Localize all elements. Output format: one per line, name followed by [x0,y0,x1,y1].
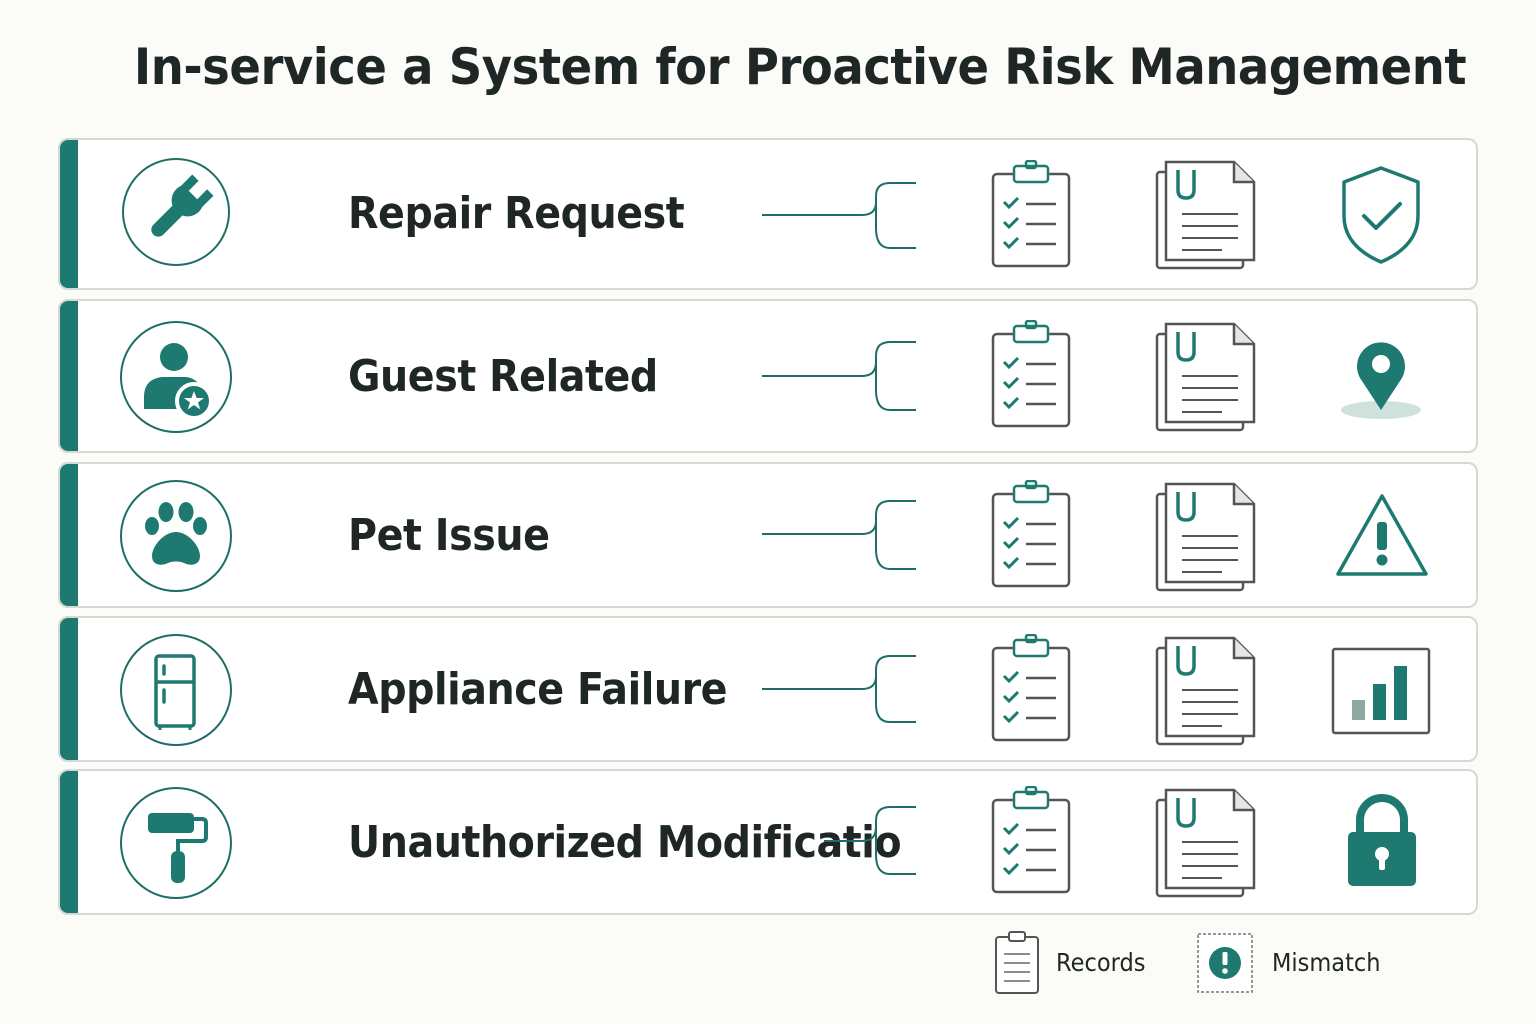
document-stack-icon [1155,322,1256,432]
guest-star-icon [144,343,213,420]
connector-bracket [824,806,916,875]
row-unauthorized-modification: Unauthorized Modificatio [58,769,1478,915]
page-title: In-service a System for Proactive Risk M… [133,38,1467,96]
connector-bracket [762,500,916,570]
checklist-clipboard-icon [991,786,1071,894]
row-label: Unauthorized Modificatio [348,817,902,868]
connector-bracket [762,182,916,249]
shield-check-icon [1342,166,1420,264]
category-circle [120,480,232,592]
document-stack-icon [1155,788,1256,898]
checklist-clipboard-icon [991,320,1071,428]
refrigerator-icon [154,654,196,730]
checklist-clipboard-icon [991,480,1071,588]
legend-label-mismatch: Mismatch [1272,948,1381,977]
paw-icon [145,502,207,565]
bar-chart-icon [1331,647,1431,735]
category-circle [122,158,230,266]
row-label: Appliance Failure [348,664,728,715]
location-pin-icon [1341,342,1421,419]
row-accent-bar [60,464,78,606]
document-stack-icon [1155,482,1256,592]
checklist-clipboard-icon [991,160,1071,268]
legend-label-records: Records [1056,948,1146,977]
connector-bracket [762,655,916,723]
padlock-icon [1348,794,1416,886]
category-circle [120,634,232,746]
document-stack-icon [1155,160,1256,270]
row-label: Pet Issue [348,510,550,561]
row-label: Guest Related [348,351,658,402]
warning-triangle-icon [1336,494,1428,576]
document-stack-icon [1155,636,1256,746]
row-accent-bar [60,771,78,913]
wrench-icon [151,174,214,237]
checklist-clipboard-icon [991,634,1071,742]
connector-bracket [762,341,916,411]
row-label: Repair Request [348,188,685,239]
category-circle [120,321,232,433]
category-circle [120,787,232,899]
records-clipboard-icon [995,931,1039,994]
row-accent-bar [60,301,78,451]
row-accent-bar [60,140,78,288]
row-accent-bar [60,618,78,760]
paint-roller-icon [148,813,208,883]
mismatch-alert-icon [1197,933,1253,993]
